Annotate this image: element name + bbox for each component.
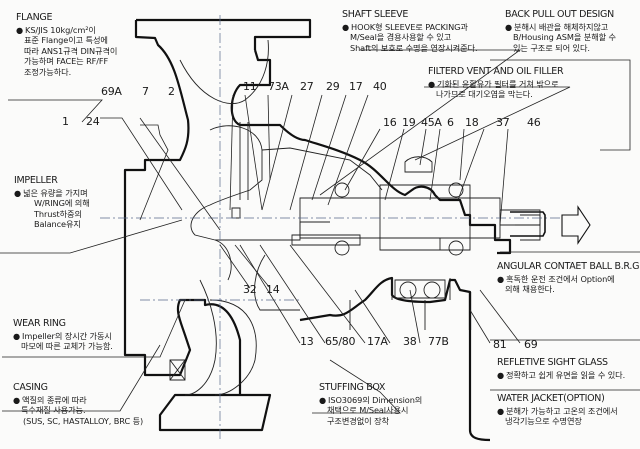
note-line: 따라 ANS1규격 DIN규격이	[24, 45, 118, 56]
shaft-end	[510, 211, 546, 237]
note-title: WEAR RING	[13, 318, 66, 329]
note-line: Impeller의 장시간 가동시	[22, 330, 112, 341]
note-line: 의해 채용한다.	[505, 284, 555, 294]
part-number: 13	[300, 335, 314, 348]
note-title: FLANGE	[16, 12, 53, 23]
part-number: 69A	[101, 85, 122, 98]
note-stuffing-box: STUFFING BOX ●ISO3069의 Dimension의 채택으로 M…	[319, 382, 423, 426]
part-number: 16	[383, 116, 397, 129]
part-number: 45A	[421, 116, 442, 129]
bullet: ●	[497, 369, 505, 380]
part-number: 18	[465, 116, 479, 129]
internal-lines	[169, 39, 541, 396]
part-number: 69	[524, 338, 538, 351]
note-line: M/Seal을 겸용사용할 수 있고	[350, 32, 452, 42]
note-sight-glass: REFLETIVE SIGHT GLASS ●정확하고 쉽게 유면을 읽을 수 …	[497, 357, 626, 380]
part-number: 73A	[268, 80, 289, 93]
bullet: ●	[16, 24, 24, 35]
bullet: ●	[342, 21, 350, 32]
note-title: BACK PULL OUT DESIGN	[505, 9, 614, 20]
part-number: 65/80	[325, 335, 356, 348]
part-number: 6	[447, 116, 454, 129]
note-line: 분해가 가능하고 고온의 조건에서	[506, 405, 618, 416]
note-shaft-sleeve: SHAFT SLEEVE ●HOOK형 SLEEVE로 PACKING과 M/S…	[342, 9, 478, 53]
note-line: 마모에 따른 교체가 가능함.	[21, 341, 113, 351]
note-flange: FLANGE ●KS/JIS 10kg/cm²이 표준 Flange이고 특성에…	[16, 12, 118, 77]
note-line: 넓은 유량을 가지며	[23, 187, 88, 198]
note-line: 액질의 종류에 따라	[22, 394, 87, 405]
note-title: ANGULAR CONTAET BALL B.R.G	[497, 261, 640, 272]
part-number: 81	[493, 338, 507, 351]
casing-outline	[123, 18, 512, 442]
note-angular-brg: ANGULAR CONTAET BALL B.R.G ●혹독한 운전 조건에서 …	[497, 261, 640, 295]
bullet: ●	[13, 394, 21, 405]
note-line: 기화된 윤활유가 필터를 거쳐 밖으로	[437, 78, 559, 89]
note-line: KS/JIS 10kg/cm²이	[25, 24, 96, 35]
note-title: CASING	[13, 382, 48, 393]
bullet: ●	[13, 330, 21, 341]
note-title: IMPELLER	[14, 175, 58, 186]
note-line: ISO3069의 Dimension의	[328, 394, 423, 405]
part-number: 19	[402, 116, 416, 129]
note-line: B/Housing ASM을 분해할 수	[513, 32, 616, 42]
note-line: 나가므로 대기오염을 막는다.	[436, 89, 533, 99]
note-title: WATER JACKET(OPTION)	[497, 393, 605, 404]
part-number: 38	[403, 335, 417, 348]
note-line: W/RING에 의해	[34, 198, 90, 208]
bullet: ●	[14, 187, 22, 198]
note-title: STUFFING BOX	[319, 382, 386, 393]
note-line: 특수재질 사용가능.	[21, 405, 86, 415]
note-line: (SUS, SC, HASTALLOY, BRC 등)	[23, 415, 144, 426]
note-title: FILTERD VENT AND OIL FILLER	[428, 66, 564, 77]
note-line: Shaft의 보호로 수명을 연장시켜준다.	[350, 42, 478, 53]
note-line: 구조변경없이 장착	[327, 415, 389, 426]
note-casing: CASING ●액질의 종류에 따라 특수재질 사용가능. (SUS, SC, …	[13, 382, 144, 426]
part-number: 17	[349, 80, 363, 93]
part-number: 2	[168, 85, 175, 98]
note-line: Thrust하중의	[34, 208, 82, 219]
bullet: ●	[497, 273, 505, 284]
bullet: ●	[505, 21, 513, 32]
bullet: ●	[428, 78, 436, 89]
part-number: 24	[86, 115, 100, 128]
arrow-right-outline-icon	[561, 205, 591, 245]
part-number: 46	[527, 116, 541, 129]
note-vent-filler: FILTERD VENT AND OIL FILLER ●기화된 윤활유가 필터…	[428, 66, 564, 100]
part-number: 29	[326, 80, 340, 93]
part-number: 77B	[428, 335, 449, 348]
note-line: 있는 구조로 되어 있다.	[513, 42, 590, 53]
note-line: HOOK형 SLEEVE로 PACKING과	[351, 21, 468, 32]
bullet: ●	[319, 394, 327, 405]
note-line: Balance유지	[34, 219, 81, 229]
part-number: 1	[62, 115, 69, 128]
note-back-pull-out: BACK PULL OUT DESIGN ●분해시 배관을 해체하지않고 B/H…	[505, 9, 616, 53]
part-number: 17A	[367, 335, 388, 348]
note-title: SHAFT SLEEVE	[342, 9, 409, 20]
part-number: 37	[496, 116, 510, 129]
note-line: 조정가능하다.	[24, 66, 72, 77]
note-line: 혹독한 운전 조건에서 Option에	[506, 273, 615, 284]
note-line: 냉각기능으로 수명연장	[505, 416, 582, 426]
note-line: 가능하며 FACE는 RF/FF	[24, 56, 109, 66]
note-water-jacket: WATER JACKET(OPTION) ●분해가 가능하고 고온의 조건에서 …	[497, 393, 618, 427]
part-number: 14	[266, 283, 280, 296]
note-line: 정확하고 쉽게 유면을 읽을 수 있다.	[506, 369, 626, 380]
note-wear-ring: WEAR RING ●Impeller의 장시간 가동시 마모에 따른 교체가 …	[13, 318, 113, 352]
note-line: 분해시 배관을 해체하지않고	[514, 21, 609, 32]
note-impeller: IMPELLER ●넓은 유량을 가지며 W/RING에 의해 Thrust하중…	[14, 175, 90, 230]
note-title: REFLETIVE SIGHT GLASS	[497, 357, 608, 368]
part-number: 7	[142, 85, 149, 98]
part-number: 40	[373, 80, 387, 93]
leader-lines	[0, 49, 640, 414]
bullet: ●	[497, 405, 505, 416]
part-number: 27	[300, 80, 314, 93]
part-number: 11	[243, 80, 257, 93]
part-number: 32	[243, 283, 257, 296]
note-line: 표준 Flange이고 특성에	[24, 35, 108, 45]
note-line: 채택으로 M/Seal사용시	[327, 405, 409, 415]
